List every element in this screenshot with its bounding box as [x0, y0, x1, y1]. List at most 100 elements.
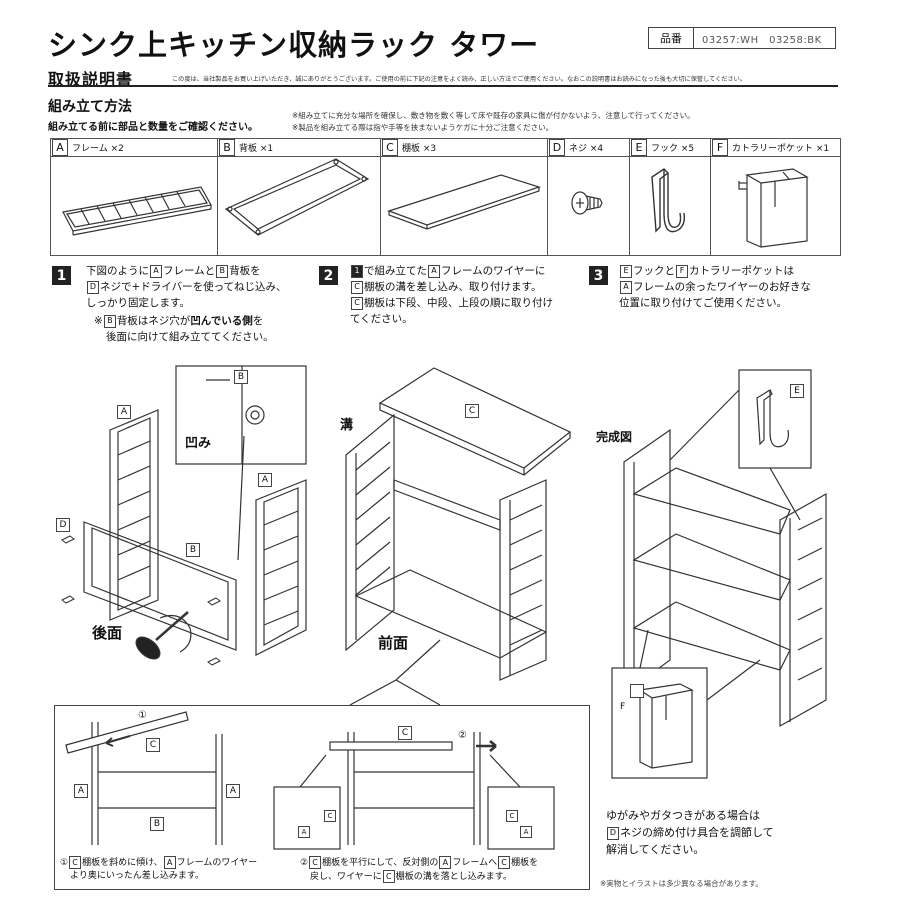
caption-text: ②	[300, 858, 309, 868]
recess-label: 凹み	[185, 436, 212, 451]
frame-a-right-step2	[499, 479, 547, 681]
back-panel-icon	[224, 158, 370, 236]
step-text: フレームのワイヤーに	[441, 265, 546, 277]
step-text: フックと	[633, 265, 675, 277]
step-text: フレームの余ったワイヤーのお好きな	[633, 281, 811, 293]
part-f: F カトラリーポケット ×1	[711, 139, 840, 255]
adjust-text: 解消してください。	[606, 843, 705, 856]
label-c: C	[382, 870, 395, 883]
label-b: B	[216, 264, 229, 278]
part-name: カトラリーポケット ×1	[732, 144, 830, 154]
part-letter: B	[219, 139, 235, 156]
frame-a-right	[255, 479, 307, 656]
step-text: てください。	[350, 313, 413, 325]
step-2-number: 2	[319, 266, 338, 285]
part-letter: A	[52, 139, 68, 156]
manual-subtitle: 取扱説明書	[48, 70, 134, 89]
detail-left	[65, 711, 223, 845]
back-panel-b	[83, 521, 237, 651]
step-1-number: 1	[52, 266, 71, 285]
emphasis-text: 凹んでいる側	[190, 315, 253, 327]
label-d: D	[607, 826, 619, 840]
label-a: A	[439, 856, 452, 869]
caption-text: フレームのワイヤー	[176, 858, 258, 868]
label-b: B	[103, 314, 116, 328]
label-a: A	[226, 784, 240, 798]
screwdriver-icon	[135, 611, 192, 660]
step-text: フレームと	[163, 265, 216, 277]
adjust-text: ネジの締め付け具合を調節して	[620, 826, 774, 839]
caption-text: ①	[60, 858, 69, 868]
label-a: A	[620, 280, 632, 294]
ref-step-1: 1	[351, 264, 363, 278]
part-letter: F	[712, 139, 728, 156]
page-title: シンク上キッチン収納ラック タワー	[48, 28, 540, 62]
label-c: C	[324, 810, 336, 822]
cutlery-pocket-icon	[738, 168, 809, 248]
header-divider	[48, 85, 838, 87]
step-text: 背板はネジ穴が	[116, 315, 191, 327]
label-a: A	[258, 473, 272, 487]
part-name: 棚板 ×3	[402, 144, 437, 154]
label-b: B	[186, 543, 200, 557]
label-f: F	[676, 264, 688, 278]
hook-icon	[651, 168, 686, 233]
detail-box	[54, 705, 590, 890]
label-a: A	[150, 264, 162, 278]
product-number-label: 品番	[649, 28, 694, 48]
caption-text: フレームへ	[452, 858, 498, 868]
caution-note-2: ※製品を組み立てる際は指や手等を挟まないようケガに十分ご注意ください。	[292, 123, 554, 132]
step-text: で組み立てた	[364, 265, 427, 277]
circle-1-label: ①	[138, 710, 147, 721]
step-text: 背板を	[229, 265, 261, 277]
label-c: C	[498, 856, 511, 869]
label-c: C	[465, 404, 479, 418]
label-f-box	[630, 684, 644, 698]
shelf-board-icon	[387, 174, 541, 230]
frame-a-left	[109, 409, 159, 621]
part-name: フレーム ×2	[72, 144, 124, 154]
label-c: C	[146, 738, 160, 752]
step-text: カトラリーポケットは	[689, 265, 794, 277]
label-a: A	[163, 856, 176, 869]
label-a: A	[117, 405, 131, 419]
step-3-number: 3	[589, 266, 608, 285]
label-c: C	[506, 810, 518, 822]
step-text: 後面に向けて組み立ててください。	[106, 331, 274, 343]
part-name: 背板 ×1	[239, 144, 274, 154]
caption-text: 棚板を斜めに傾け、	[82, 858, 163, 868]
completed-rack	[623, 428, 827, 728]
label-c: C	[69, 856, 82, 869]
label-c: C	[398, 726, 412, 740]
step-text: 棚板は下段、中段、上段の順に取り付け	[364, 297, 553, 309]
caution-note-1: ※組み立てに充分な場所を確保し、敷き物を敷く等して床や既存の家具に傷が付かないよ…	[292, 111, 695, 120]
frame-icon	[62, 186, 212, 236]
part-b: B 背板 ×1	[218, 139, 381, 255]
part-name: フック ×5	[651, 144, 695, 154]
step-text: 下図のように	[86, 265, 149, 277]
step-text: しっかり固定します。	[86, 297, 190, 309]
adjust-text: ゆがみやガタつきがある場合は	[606, 809, 760, 822]
label-f-text: F	[620, 702, 626, 712]
step-text: 棚板の溝を差し込み、取り付けます。	[364, 281, 542, 293]
label-c: C	[309, 856, 322, 869]
caption-text: より奥にいったん差し込みます。	[70, 871, 204, 881]
product-number-box: 品番 03257:WH 03258:BK	[648, 27, 836, 49]
screws	[61, 535, 221, 666]
frame-a-left-step2	[345, 413, 395, 652]
label-a: A	[74, 784, 88, 798]
label-b: B	[150, 817, 164, 831]
label-d: D	[56, 518, 70, 532]
circle-2-label: ②	[458, 730, 467, 741]
caption-text: 棚板を	[511, 858, 539, 868]
front-label: 前面	[378, 634, 409, 652]
complete-label: 完成図	[596, 430, 633, 444]
part-letter: D	[549, 139, 565, 156]
